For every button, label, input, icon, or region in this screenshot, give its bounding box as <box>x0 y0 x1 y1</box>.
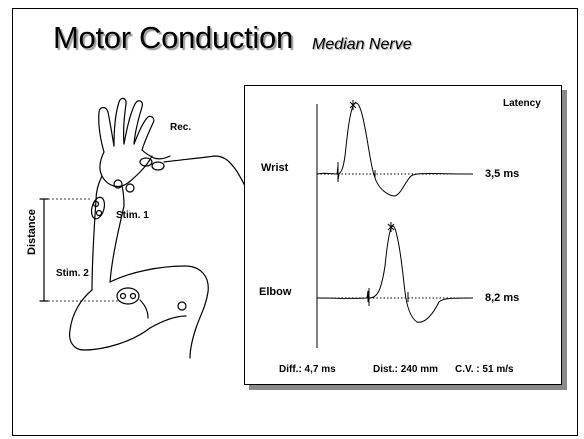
distance-bracket <box>40 199 48 301</box>
elbow-trace <box>317 226 473 322</box>
elbow-latency: 8,2 ms <box>485 292 519 304</box>
stim1-label: Stim. 1 <box>116 210 149 221</box>
distance-label: Distance <box>26 209 38 255</box>
rec-electrode-2 <box>152 162 164 170</box>
finger-2 <box>114 98 126 146</box>
elbow-label: Elbow <box>259 286 291 298</box>
summary-diff: Diff.: 4,7 ms <box>279 364 336 375</box>
arm-illustration <box>0 0 260 380</box>
wrist-latency: 3,5 ms <box>485 168 519 180</box>
wrist-trace <box>317 103 473 196</box>
wrist-bone-2 <box>126 184 134 192</box>
waveform-panel: Latency Wrist 3,5 ms Elbow 8,2 ms Diff.:… <box>244 85 562 385</box>
stim2-label: Stim. 2 <box>56 268 89 279</box>
latency-header: Latency <box>503 98 541 109</box>
finger-3 <box>124 101 142 144</box>
finger-4 <box>134 116 154 150</box>
elbow-bone <box>178 302 186 310</box>
palm <box>100 152 152 187</box>
forearm-outer <box>92 200 96 290</box>
elbow-peak-marker <box>388 222 394 232</box>
summary-dist: Dist.: 240 mm <box>373 364 438 375</box>
upper-arm-lower <box>150 316 196 358</box>
stim2-cable <box>140 300 148 318</box>
slide-subtitle: Median Nerve <box>312 36 412 54</box>
stim1-electrode <box>89 196 106 220</box>
finger-1 <box>99 108 114 153</box>
rec-cable <box>164 156 246 188</box>
rec-label: Rec. <box>170 122 191 133</box>
wrist-label: Wrist <box>261 162 288 174</box>
summary-cv: C.V. : 51 m/s <box>455 364 514 375</box>
waveform-svg <box>245 86 563 386</box>
wrist-peak-marker <box>350 100 356 110</box>
